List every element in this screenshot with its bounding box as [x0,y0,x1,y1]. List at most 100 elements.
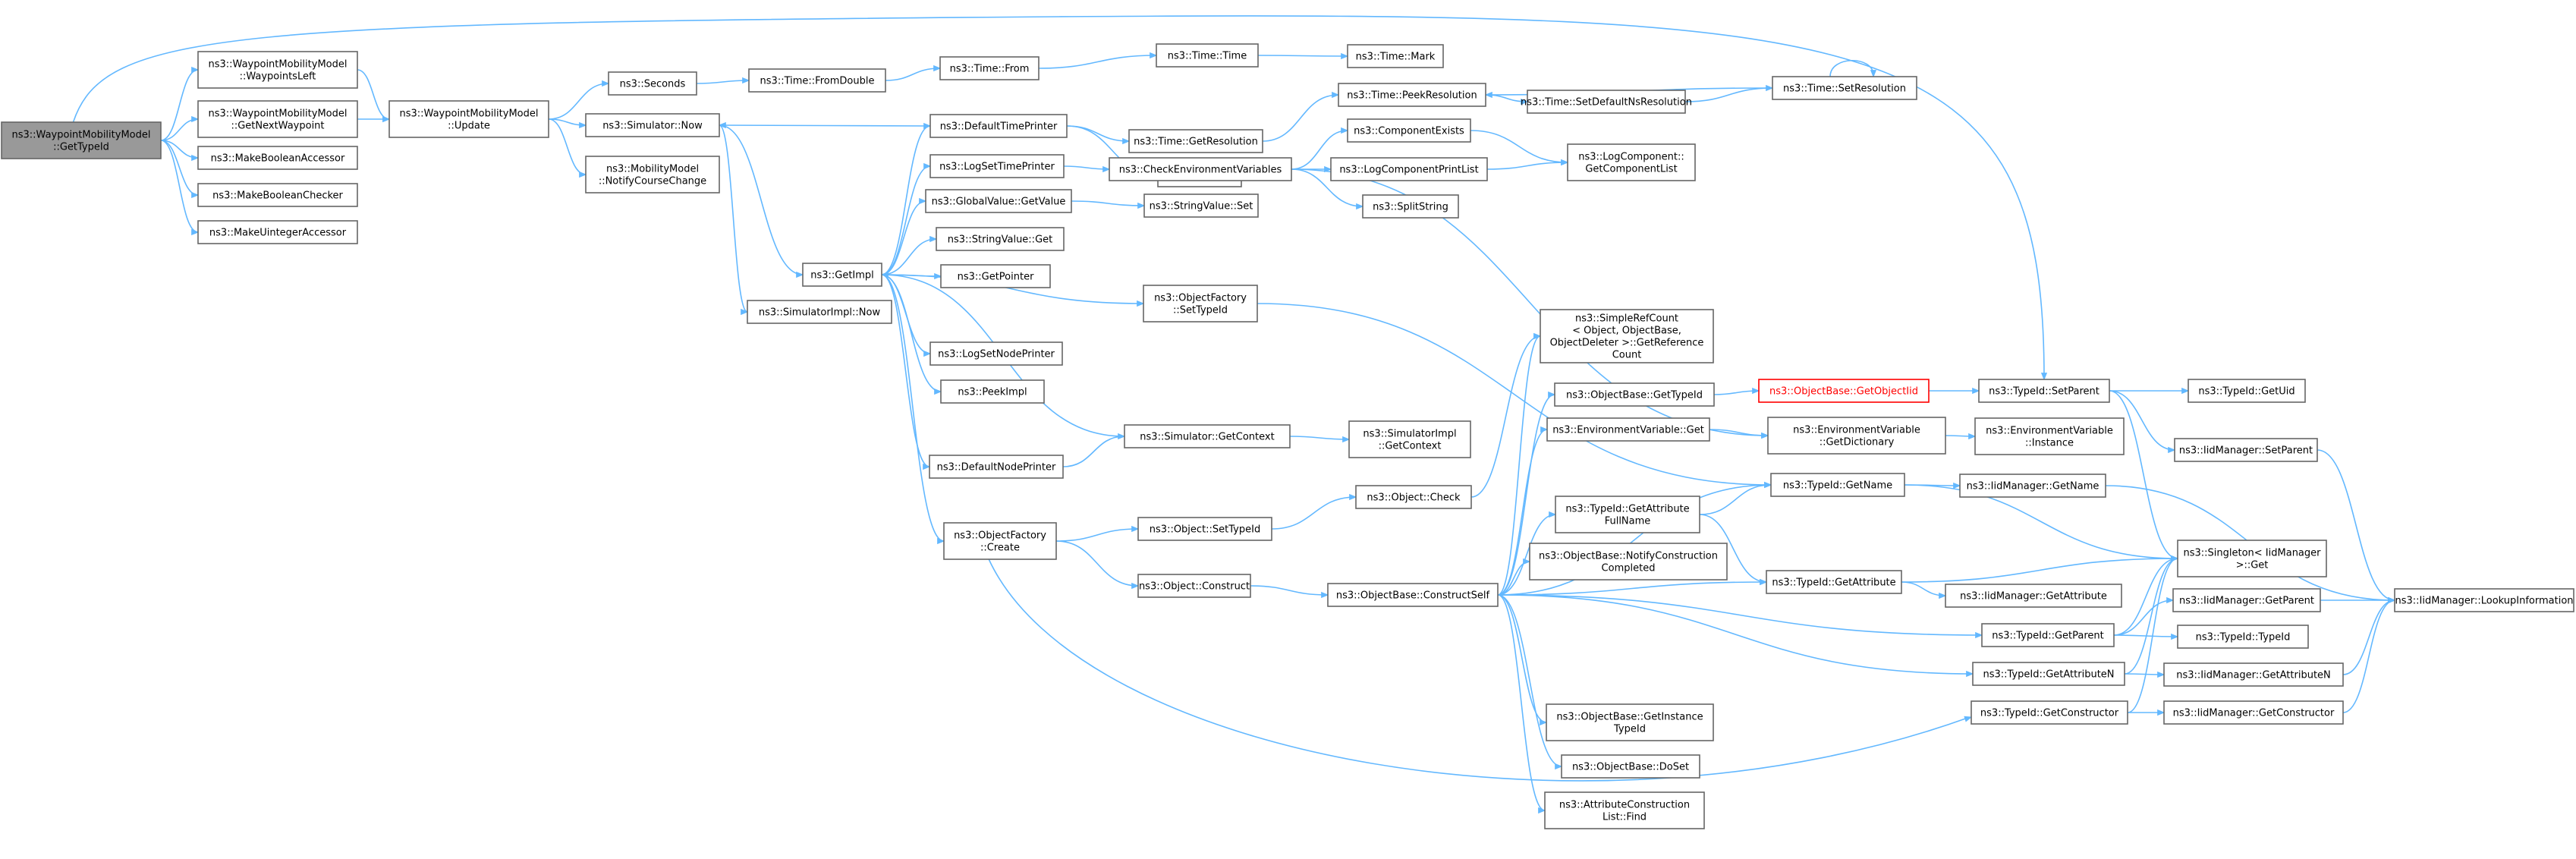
node-seconds[interactable]: ns3::Seconds [608,71,697,96]
node-label: ns3::WaypointMobilityModel [209,59,348,71]
edge-getctor-to-iidgetctor [2128,709,2166,716]
node-from[interactable]: ns3::Time::From [939,56,1040,80]
edge-arrowhead [796,271,804,278]
edge-arrowhead [1342,436,1351,443]
edge-line [1497,594,1562,767]
node-label: ns3::EnvironmentVariable [1793,425,1920,436]
node-simpleref[interactable]: ns3::SimpleRefCount< Object, ObjectBase,… [1540,309,1714,363]
node-setdefns[interactable]: ns3::Time::SetDefaultNsResolution [1521,90,1692,114]
node-getres[interactable]: ns3::Time::GetResolution [1128,129,1263,153]
node-mkboolchk[interactable]: ns3::MakeBooleanChecker [197,183,358,207]
node-envget[interactable]: ns3::EnvironmentVariable::Get [1546,417,1710,442]
node-getattrn[interactable]: ns3::TypeId::GetAttributeN [1972,662,2125,686]
node-label: ns3::AttributeConstruction [1559,800,1690,811]
node-iidgetctor[interactable]: ns3::IidManager::GetConstructor [2163,700,2344,725]
node-construct[interactable]: ns3::ObjectBase::ConstructSelf [1327,583,1499,607]
node-simgetctx[interactable]: ns3::Simulator::GetContext [1124,424,1291,448]
edge-arrowhead [2166,596,2175,604]
node-singleton[interactable]: ns3::Singleton< IidManager>::Get [2177,540,2327,577]
edge-line [1470,335,1541,498]
node-ofsettype[interactable]: ns3::ObjectFactory::SetTypeId [1143,285,1258,323]
node-box [1143,194,1259,218]
node-mkuint[interactable]: ns3::MakeUintegerAccessor [197,220,358,244]
node-logsettime[interactable]: ns3::LogSetTimePrinter [929,154,1065,178]
node-doset[interactable]: ns3::ObjectBase::DoSet [1561,754,1700,779]
node-mark[interactable]: ns3::Time::Mark [1347,44,1444,68]
node-lookup[interactable]: ns3::IidManager::LookupInformation [2394,588,2574,612]
edge-time-to-mark [1257,52,1349,60]
node-obgettype[interactable]: ns3::ObjectBase::GetTypeId [1554,382,1715,407]
node-setparent[interactable]: ns3::TypeId::SetParent [1978,379,2110,403]
node-getctor[interactable]: ns3::TypeId::GetConstructor [1971,700,2128,725]
edge-line [719,124,748,313]
edge-setres-to-setres [1829,60,1877,78]
node-splitstr[interactable]: ns3::SplitString [1362,194,1459,219]
node-getobjectiid[interactable]: ns3::ObjectBase::GetObjectIid [1758,379,1930,403]
node-logcompget[interactable]: ns3::LogComponent::GetComponentList [1567,143,1696,181]
node-objconstruct[interactable]: ns3::Object::Construct [1137,574,1251,598]
node-simimplctx[interactable]: ns3::SimulatorImpl::GetContext [1348,420,1471,458]
node-envdict[interactable]: ns3::EnvironmentVariable::GetDictionary [1767,417,1946,455]
node-fromdouble[interactable]: ns3::Time::FromDouble [748,68,886,93]
node-gvget[interactable]: ns3::GlobalValue::GetValue [925,189,1072,213]
node-simimplnow[interactable]: ns3::SimulatorImpl::Now [747,300,892,324]
node-peekres[interactable]: ns3::Time::PeekResolution [1338,83,1486,107]
node-wleft[interactable]: ns3::WaypointMobilityModel::WaypointsLef… [197,51,358,89]
node-notifycomp[interactable]: ns3::ObjectBase::NotifyConstructionCompl… [1529,543,1728,581]
node-defprinter[interactable]: ns3::DefaultTimePrinter [929,114,1068,138]
node-mkbool[interactable]: ns3::MakeBooleanAccessor [197,146,358,170]
node-getattr[interactable]: ns3::TypeId::GetAttribute [1766,570,1902,594]
node-time[interactable]: ns3::Time::Time [1156,43,1259,68]
node-box [1567,143,1696,181]
node-ofcreate[interactable]: ns3::ObjectFactory::Create [943,522,1057,560]
edge-line [1497,594,1983,636]
node-compexists[interactable]: ns3::ComponentExists [1347,118,1471,143]
node-label: ns3::TypeId::GetAttribute [1772,577,1895,589]
edge-line [1262,94,1339,142]
node-svset[interactable]: ns3::StringValue::Set [1143,194,1259,218]
edge-wupdate-to-seconds [548,80,610,120]
node-logsetnode[interactable]: ns3::LogSetNodePrinter [929,341,1063,366]
node-iidgetattr[interactable]: ns3::IidManager::GetAttribute [1945,584,2122,608]
node-label: ns3::ObjectBase::GetTypeId [1566,390,1703,401]
node-logcompprint[interactable]: ns3::LogComponentPrintList [1330,157,1488,181]
node-simnow[interactable]: ns3::Simulator::Now [585,113,720,137]
node-getimpl[interactable]: ns3::GetImpl [802,263,882,287]
node-wnext[interactable]: ns3::WaypointMobilityModel::GetNextWaypo… [197,100,358,138]
node-box [1347,118,1471,143]
node-root[interactable]: ns3::WaypointMobilityModel::GetTypeId [1,121,162,159]
node-label: ns3::ObjectBase::GetObjectIid [1769,386,1918,398]
node-checkenv[interactable]: ns3::CheckEnvironmentVariables [1109,157,1292,181]
node-label: ns3::ObjectBase::ConstructSelf [1336,590,1490,602]
node-iidsetparent[interactable]: ns3::IidManager::SetParent [2174,438,2318,462]
node-objsettype[interactable]: ns3::Object::SetTypeId [1137,517,1272,541]
edge-checkenv-to-compexists [1291,127,1349,170]
node-svget[interactable]: ns3::StringValue::Get [936,227,1065,251]
edge-arrowhead [1533,332,1542,340]
node-notify[interactable]: ns3::MobilityModel::NotifyCourseChange [585,156,720,194]
node-iidgetname[interactable]: ns3::IidManager::GetName [1959,474,2106,498]
edge-arrowhead [718,121,726,129]
node-defnodeprinter[interactable]: ns3::DefaultNodePrinter [929,455,1064,479]
node-box [1338,83,1486,107]
node-iidgetparent[interactable]: ns3::IidManager::GetParent [2172,588,2321,612]
node-getptr[interactable]: ns3::GetPointer [940,264,1051,288]
edge-line [2109,390,2175,451]
node-setres[interactable]: ns3::Time::SetResolution [1772,76,1917,100]
node-objcheck[interactable]: ns3::Object::Check [1355,485,1472,509]
node-label: ns3::WaypointMobilityModel [209,109,348,120]
node-gettypeparent[interactable]: ns3::TypeId::GetParent [1981,623,2115,647]
node-getname[interactable]: ns3::TypeId::GetName [1770,473,1905,497]
node-box [2163,662,2344,687]
node-getuid[interactable]: ns3::TypeId::GetUid [2188,379,2306,403]
edge-root-to-wleft [160,66,200,141]
node-envinst[interactable]: ns3::EnvironmentVariable::Instance [1974,417,2125,455]
node-peekimpl[interactable]: ns3::PeekImpl [940,379,1045,404]
edge-line [2127,558,2178,713]
node-typeid[interactable]: ns3::TypeId::TypeId [2177,625,2309,649]
node-wupdate[interactable]: ns3::WaypointMobilityModel::Update [388,100,549,138]
node-iidgetattrn[interactable]: ns3::IidManager::GetAttributeN [2163,662,2344,687]
